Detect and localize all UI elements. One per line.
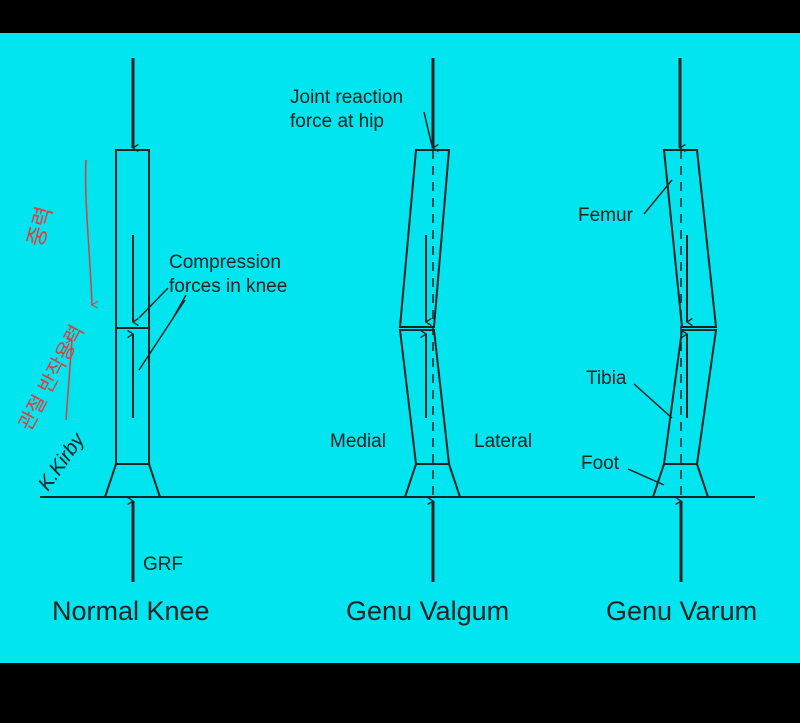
- text-labels: Joint reaction force at hip Compression …: [52, 87, 757, 626]
- femur-leader: [643, 179, 673, 215]
- femur-bar: [662, 149, 718, 328]
- tibia-label: Tibia: [586, 368, 627, 389]
- joint-reaction-label-line1: Joint reaction: [290, 87, 403, 108]
- foot-block: [651, 463, 710, 498]
- grf-label: GRF: [143, 554, 183, 575]
- joint-reaction-leader: [423, 111, 433, 147]
- red-gravity-arrow: [84, 159, 99, 309]
- compression-leader-tick: [171, 294, 187, 321]
- genu-valgum-figure: [398, 58, 462, 582]
- femur-bar: [398, 149, 451, 328]
- caption-genu-valgum: Genu Valgum: [346, 596, 509, 626]
- normal-knee-figure: [103, 58, 187, 582]
- femur-label: Femur: [578, 205, 634, 226]
- red-reaction-arrow: [65, 335, 73, 421]
- compression-label-line2: forces in knee: [169, 276, 287, 297]
- joint-reaction-label-line2: force at hip: [290, 111, 384, 132]
- lateral-label: Lateral: [474, 431, 532, 452]
- compression-label-line1: Compression: [169, 252, 281, 273]
- foot-block: [403, 463, 462, 498]
- caption-normal-knee: Normal Knee: [52, 596, 210, 626]
- foot-leader: [627, 468, 665, 486]
- compression-leader-top: [138, 287, 169, 319]
- foot-label: Foot: [581, 453, 620, 474]
- medial-label: Medial: [330, 431, 386, 452]
- genu-varum-figure: [627, 58, 718, 582]
- caption-genu-varum: Genu Varum: [606, 596, 757, 626]
- foot-block: [103, 463, 162, 498]
- tibia-leader: [633, 383, 673, 419]
